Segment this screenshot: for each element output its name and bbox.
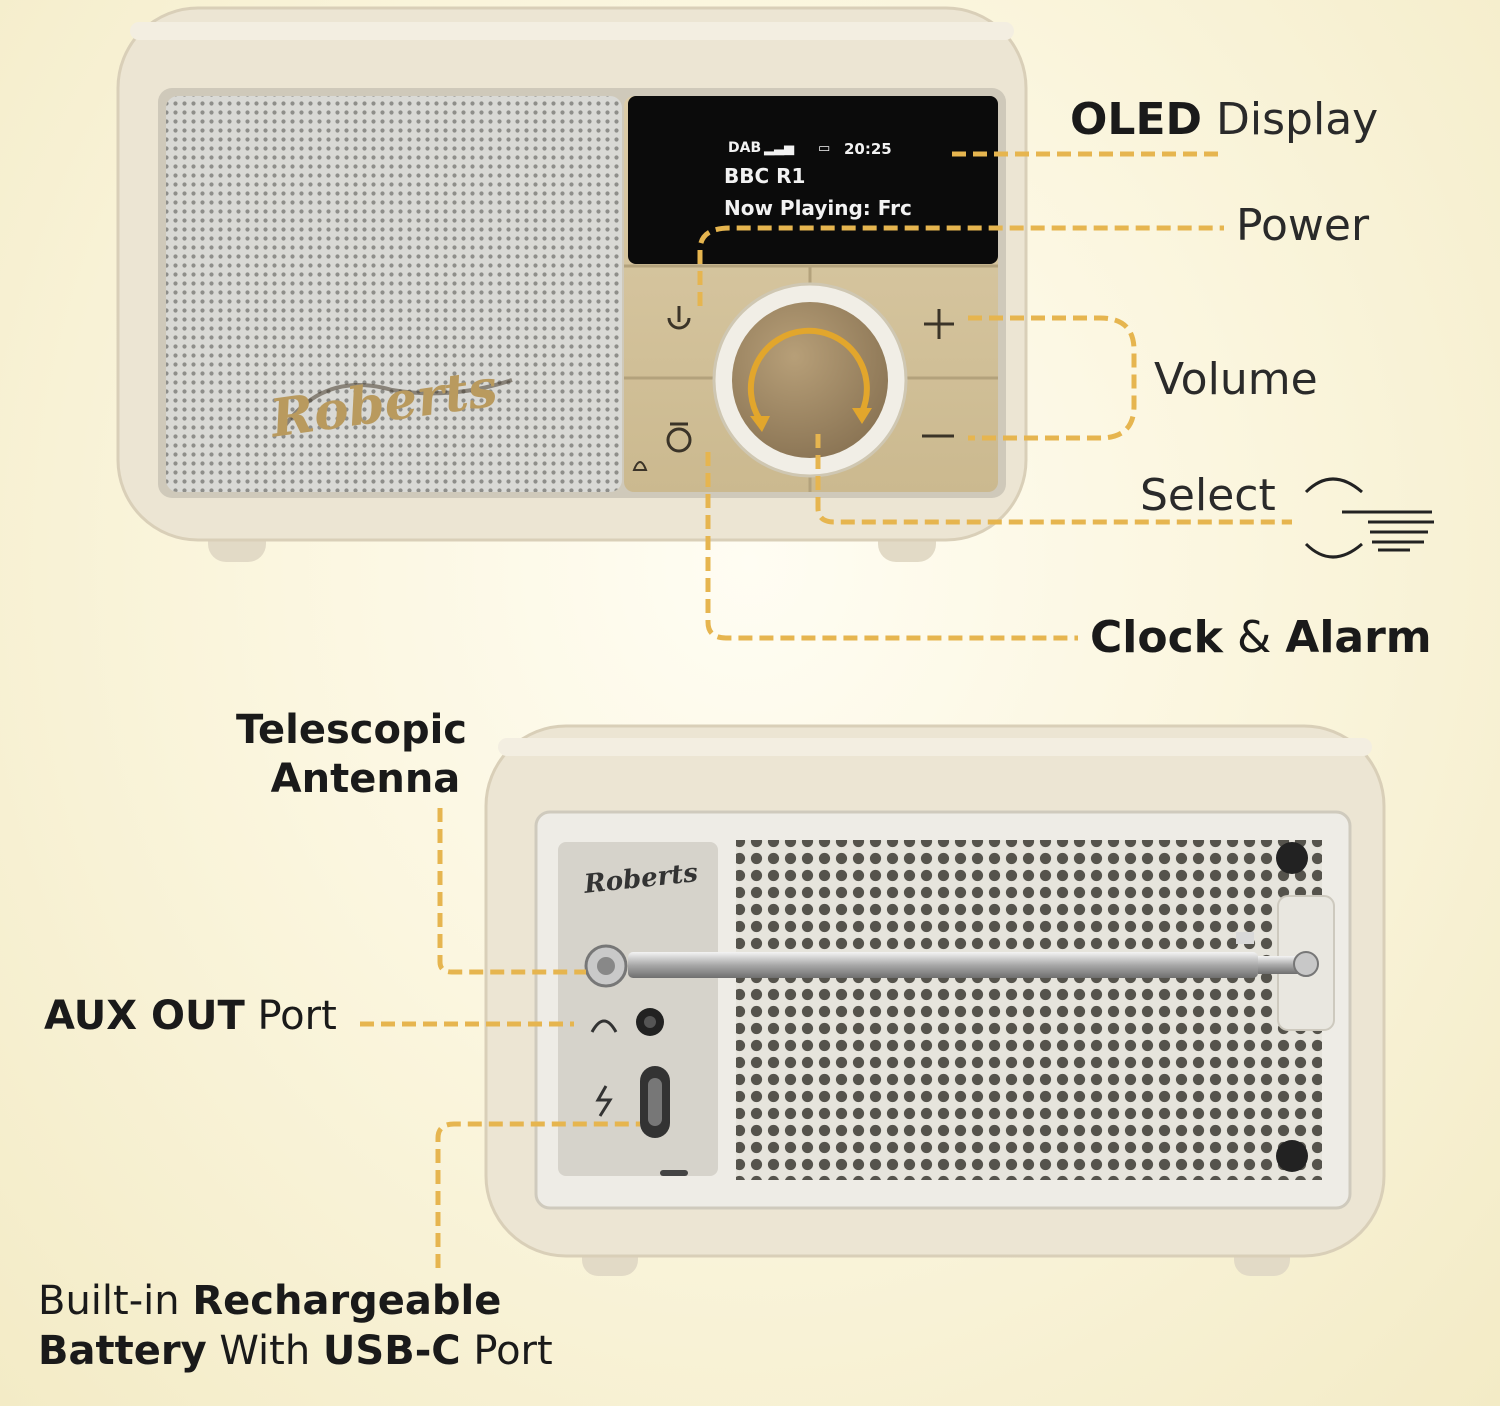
label-antenna-line2: Antenna xyxy=(270,755,461,802)
oled-time: 20:25 xyxy=(844,140,892,158)
label-oled-display: OLED Display xyxy=(1070,94,1379,145)
label-battery: Built-in Rechargeable Battery With USB-C… xyxy=(38,1278,553,1374)
label-clock-alarm: Clock & Alarm xyxy=(1090,612,1432,663)
leader-select xyxy=(815,434,1292,525)
label-power: Power xyxy=(1236,200,1370,251)
oled-mode: DAB xyxy=(728,140,762,156)
leader-clock xyxy=(705,452,1078,641)
oled-battery-icon: ▭ xyxy=(818,141,831,156)
label-select: Select xyxy=(1140,470,1276,521)
label-aux-out: AUX OUT Port xyxy=(44,993,337,1039)
leader-volume xyxy=(968,315,1137,441)
oled-station: BBC R1 xyxy=(724,164,806,188)
oled-now-playing: Now Playing: Frc xyxy=(724,196,912,220)
oled-signal-icon: ▂▃▅ xyxy=(764,141,794,156)
leader-antenna xyxy=(437,808,586,975)
leader-battery xyxy=(435,1121,640,1268)
leader-power xyxy=(697,225,1224,306)
label-telescopic-antenna: Telescopic Antenna xyxy=(236,707,467,802)
label-volume: Volume xyxy=(1154,354,1318,405)
